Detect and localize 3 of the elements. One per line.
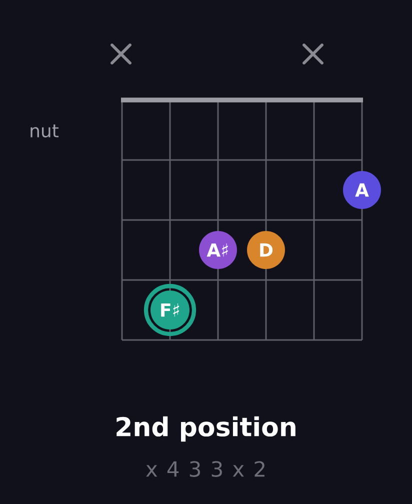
fingering-text: x 4 3 3 x 2 — [146, 461, 264, 477]
nut-label: nut — [30, 124, 59, 138]
title: 2nd position — [116, 416, 296, 442]
